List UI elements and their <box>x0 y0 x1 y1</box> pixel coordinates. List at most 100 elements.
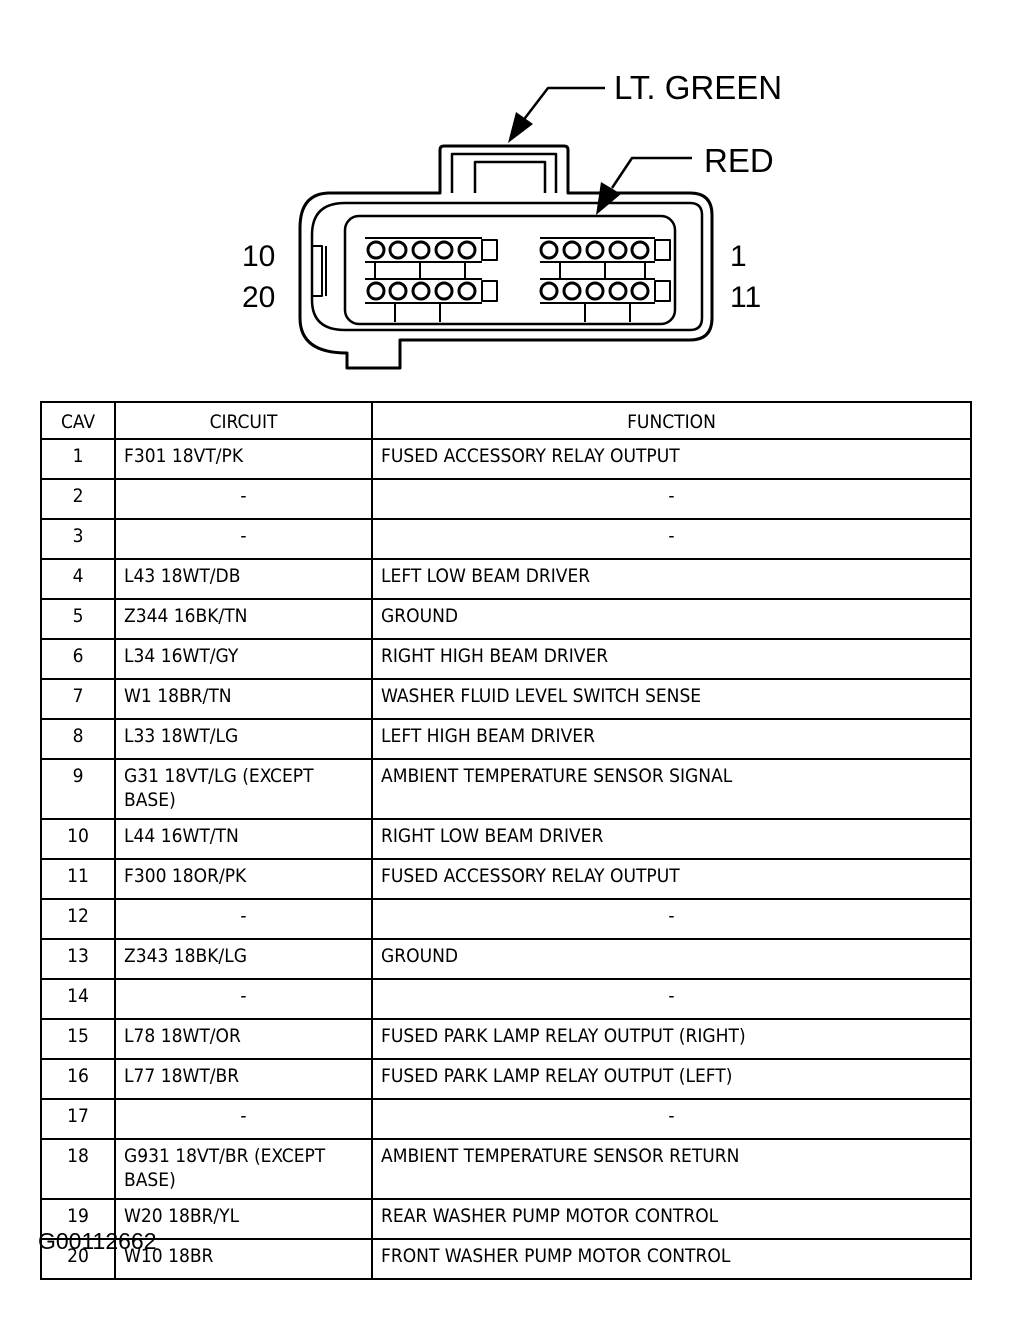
cav-cell: 4 <box>40 558 116 600</box>
connector-latch <box>450 152 558 193</box>
lt-green-leader <box>521 86 605 123</box>
table-row: 12-- <box>40 898 972 940</box>
cav-cell: 8 <box>40 718 116 760</box>
connector-diagram: LT. GREEN RED 10 20 1 11 <box>242 69 782 370</box>
circuit-cell: G31 18VT/LG (EXCEPT BASE) <box>114 758 373 820</box>
cav-cell: 7 <box>40 678 116 720</box>
function-cell: - <box>371 978 972 1020</box>
cav-cell: 14 <box>40 978 116 1020</box>
cav-cell: 2 <box>40 478 116 520</box>
circuit-cell: - <box>114 978 373 1020</box>
header-circuit: CIRCUIT <box>114 401 373 440</box>
circuit-cell: Z344 16BK/TN <box>114 598 373 640</box>
function-cell: FUSED PARK LAMP RELAY OUTPUT (RIGHT) <box>371 1018 972 1060</box>
function-cell: RIGHT HIGH BEAM DRIVER <box>371 638 972 680</box>
cav-cell: 16 <box>40 1058 116 1100</box>
cav-cell: 3 <box>40 518 116 560</box>
function-cell: - <box>371 1098 972 1140</box>
cav-cell: 6 <box>40 638 116 680</box>
circuit-cell: L78 18WT/OR <box>114 1018 373 1060</box>
cavity-pins <box>366 240 650 301</box>
circuit-cell: F301 18VT/PK <box>114 438 373 480</box>
function-cell: GROUND <box>371 938 972 980</box>
terminal-rails <box>365 237 671 322</box>
table-row: 2-- <box>40 478 972 520</box>
table-row: 17-- <box>40 1098 972 1140</box>
callout-lt-green: LT. GREEN <box>614 69 782 106</box>
circuit-cell: G931 18VT/BR (EXCEPT BASE) <box>114 1138 373 1200</box>
table-header-row: CAV CIRCUIT FUNCTION <box>40 401 972 440</box>
function-cell: LEFT LOW BEAM DRIVER <box>371 558 972 600</box>
pin-label-10: 10 <box>242 240 275 273</box>
side-tab <box>312 245 327 297</box>
circuit-cell: L77 18WT/BR <box>114 1058 373 1100</box>
header-cav: CAV <box>40 401 116 440</box>
pin-label-11: 11 <box>730 281 761 314</box>
cav-cell: 19 <box>40 1198 116 1240</box>
circuit-cell: L44 16WT/TN <box>114 818 373 860</box>
function-cell: - <box>371 478 972 520</box>
cav-cell: 13 <box>40 938 116 980</box>
cav-cell: 12 <box>40 898 116 940</box>
cav-cell: 11 <box>40 858 116 900</box>
circuit-cell: L34 16WT/GY <box>114 638 373 680</box>
function-cell: - <box>371 898 972 940</box>
function-cell: AMBIENT TEMPERATURE SENSOR SIGNAL <box>371 758 972 820</box>
circuit-cell: W10 18BR <box>114 1238 373 1280</box>
figure-id: G00112662 <box>38 1228 157 1254</box>
circuit-cell: - <box>114 518 373 560</box>
function-cell: FUSED ACCESSORY RELAY OUTPUT <box>371 438 972 480</box>
circuit-cell: L43 18WT/DB <box>114 558 373 600</box>
cav-cell: 5 <box>40 598 116 640</box>
function-cell: RIGHT LOW BEAM DRIVER <box>371 818 972 860</box>
red-arrowhead <box>596 182 621 215</box>
function-cell: LEFT HIGH BEAM DRIVER <box>371 718 972 760</box>
table-row: 3-- <box>40 518 972 560</box>
circuit-cell: - <box>114 898 373 940</box>
circuit-cell: W1 18BR/TN <box>114 678 373 720</box>
pin-label-1: 1 <box>730 240 747 273</box>
function-cell: FRONT WASHER PUMP MOTOR CONTROL <box>371 1238 972 1280</box>
cav-cell: 15 <box>40 1018 116 1060</box>
circuit-cell: Z343 18BK/LG <box>114 938 373 980</box>
function-cell: FUSED ACCESSORY RELAY OUTPUT <box>371 858 972 900</box>
function-cell: WASHER FLUID LEVEL SWITCH SENSE <box>371 678 972 720</box>
circuit-cell: F300 18OR/PK <box>114 858 373 900</box>
cav-cell: 1 <box>40 438 116 480</box>
circuit-cell: L33 18WT/LG <box>114 718 373 760</box>
circuit-cell: - <box>114 478 373 520</box>
cav-cell: 20 <box>40 1238 116 1280</box>
red-leader <box>610 156 692 189</box>
circuit-cell: W20 18BR/YL <box>114 1198 373 1240</box>
cav-cell: 17 <box>40 1098 116 1140</box>
cav-cell: 10 <box>40 818 116 860</box>
header-function: FUNCTION <box>371 401 972 440</box>
connector-housing <box>298 144 714 370</box>
function-cell: GROUND <box>371 598 972 640</box>
connector-inner-wall <box>310 201 704 332</box>
cavity-face <box>343 214 677 326</box>
table-row: 14-- <box>40 978 972 1020</box>
cav-cell: 18 <box>40 1138 116 1200</box>
pin-label-20: 20 <box>242 281 275 314</box>
function-cell: - <box>371 518 972 560</box>
function-cell: AMBIENT TEMPERATURE SENSOR RETURN <box>371 1138 972 1200</box>
function-cell: REAR WASHER PUMP MOTOR CONTROL <box>371 1198 972 1240</box>
function-cell: FUSED PARK LAMP RELAY OUTPUT (LEFT) <box>371 1058 972 1100</box>
circuit-cell: - <box>114 1098 373 1140</box>
